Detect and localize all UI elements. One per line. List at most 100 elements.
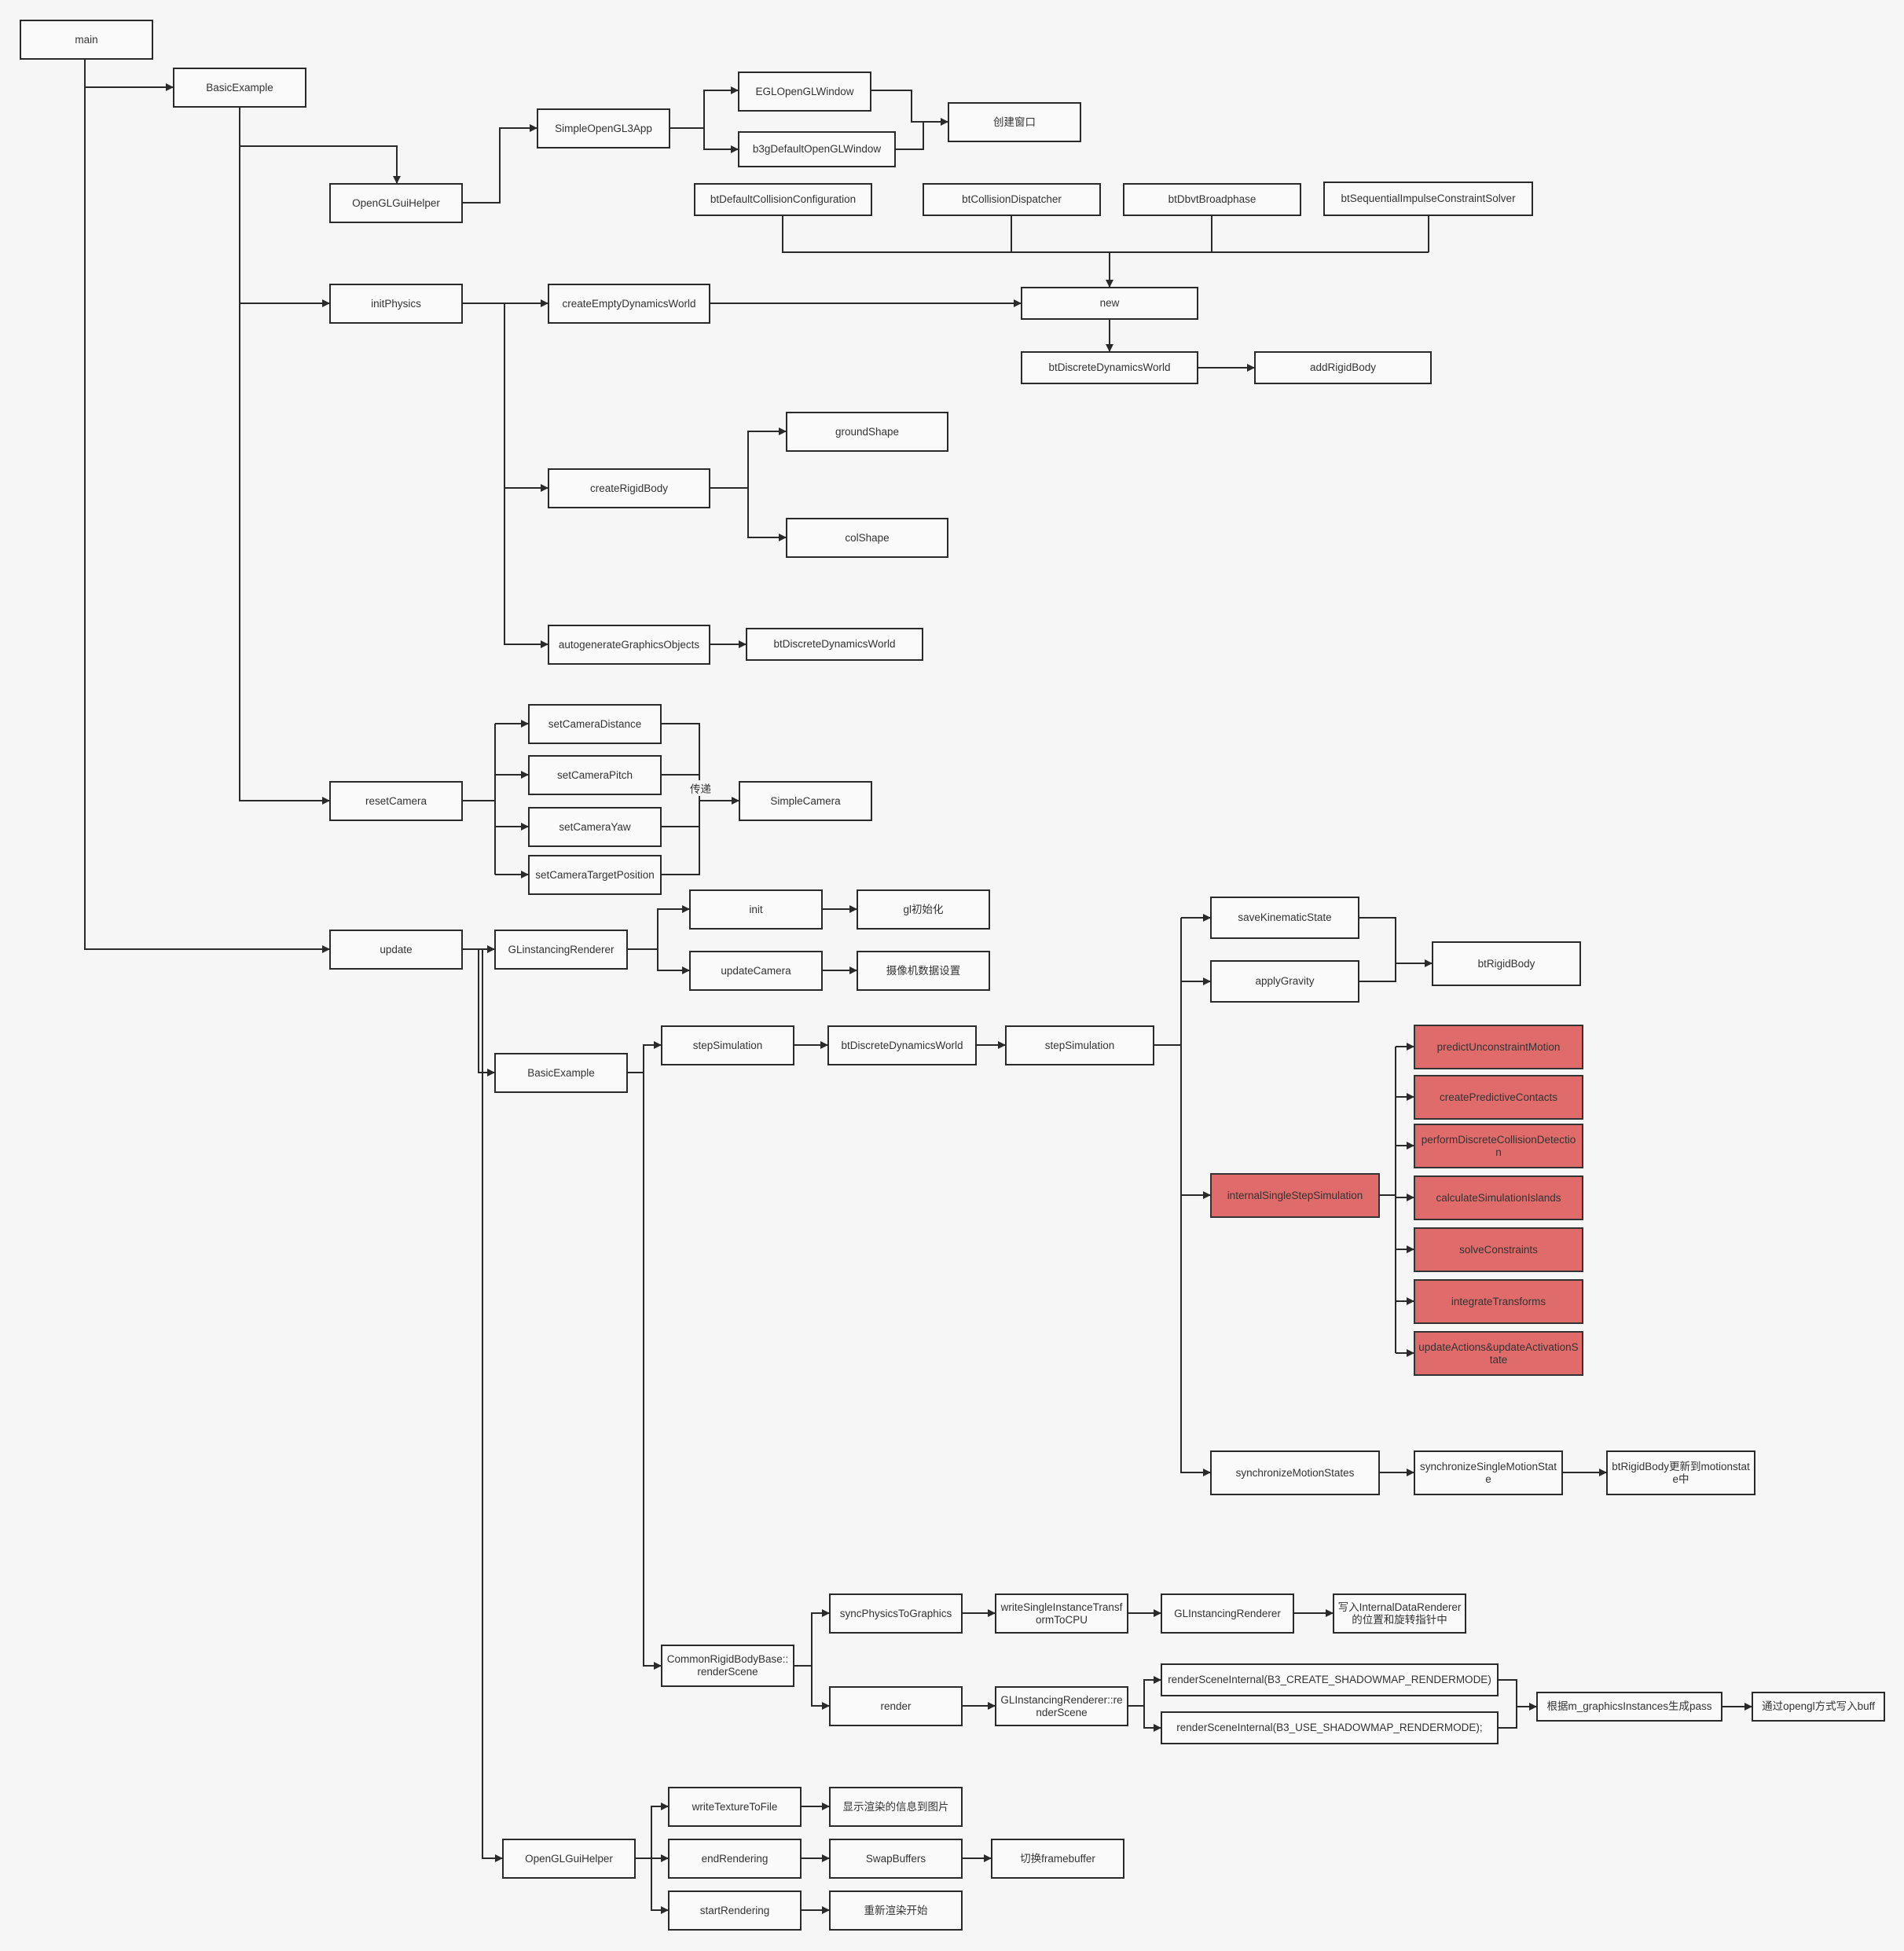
connector-37 <box>628 905 690 950</box>
node-setcamerayaw: setCameraYaw <box>528 807 662 847</box>
connector-30 <box>662 723 700 875</box>
node-colshape: colShape <box>786 518 948 558</box>
node-simpleopengl3app: SimpleOpenGL3App <box>537 108 670 149</box>
connector-38 <box>657 949 690 974</box>
node-render: render <box>829 1686 963 1726</box>
connector-3 <box>240 145 401 184</box>
node-basicexample: BasicExample <box>173 68 306 108</box>
node-initphysics: initPhysics <box>329 284 463 324</box>
node-writesingleinstance: writeSingleInstanceTransformToCPU <box>995 1593 1128 1634</box>
node-restart-render: 重新渲染开始 <box>829 1890 963 1931</box>
node-main: main <box>20 20 153 60</box>
node-opengluihelper: OpenGLGuiHelper <box>502 1839 636 1879</box>
connector-74 <box>636 1802 669 1859</box>
node-updateactions: updateActions&updateActivationState <box>1414 1331 1583 1376</box>
node-btdefaultcollisionconfiguration: btDefaultCollisionConfiguration <box>694 183 872 216</box>
connector-36 <box>482 949 503 1862</box>
node-rendersceneinternal-use: renderSceneInternal(B3_USE_SHADOWMAP_REN… <box>1161 1711 1499 1744</box>
node-setcameradistance: setCameraDistance <box>528 704 662 744</box>
node-resetcamera: resetCamera <box>329 781 463 821</box>
node-new: new <box>1021 287 1198 320</box>
node-createrigidbody: createRigidBody <box>548 468 710 508</box>
node-synchronizesinglemotionstate: synchronizeSingleMotionState <box>1414 1450 1563 1495</box>
node-updatecamera: updateCamera <box>689 951 823 991</box>
node-rendersceneinternal-create: renderSceneInternal(B3_CREATE_SHADOWMAP_… <box>1161 1663 1499 1696</box>
node-addrigidbody: addRigidBody <box>1254 351 1432 384</box>
connector-7 <box>703 128 739 153</box>
node-write-internal: 写入InternalDataRenderer的位置和旋转指针中 <box>1333 1593 1466 1634</box>
node-show-render-info: 显示渲染的信息到图片 <box>829 1787 963 1827</box>
node-integratetransforms: integrateTransforms <box>1414 1279 1583 1324</box>
node-btdbvtbroadphase: btDbvtBroadphase <box>1123 183 1301 216</box>
connector-50 <box>1359 917 1433 967</box>
connector-63 <box>794 1609 830 1667</box>
connector-16 <box>504 303 548 648</box>
node-btsequentialimpulseconstraintsolver: btSequentialImpulseConstraintSolver <box>1323 182 1533 216</box>
connector-5 <box>463 124 537 204</box>
connector-76 <box>651 1858 669 1914</box>
node-internalsinglestepsimulation: internalSingleStepSimulation <box>1210 1173 1380 1218</box>
connector-64 <box>811 1666 830 1710</box>
node-swapbuffers: SwapBuffers <box>829 1839 963 1879</box>
node-predictunconstraintmotion: predictUnconstraintMotion <box>1414 1025 1583 1069</box>
node-b3gdefaultopenglwindow: b3gDefaultOpenGLWindow <box>738 131 896 167</box>
node-autogenerategraphicsobjects: autogenerateGraphicsObjects <box>548 625 710 665</box>
node-btdiscretedynamicsworld: btDiscreteDynamicsWorld <box>1021 351 1198 384</box>
node-camera-data: 摄像机数据设置 <box>857 951 990 991</box>
node-solveconstraints: solveConstraints <box>1414 1227 1583 1272</box>
node-stepsimulation: stepSimulation <box>1005 1025 1154 1065</box>
connector-21 <box>710 427 787 489</box>
node-create-window: 创建窗口 <box>948 102 1081 142</box>
connector-9 <box>896 122 924 150</box>
node-performdiscretecollisiondetection: performDiscreteCollisionDetection <box>1414 1124 1583 1168</box>
node-createpredictivecontacts: createPredictiveContacts <box>1414 1075 1583 1120</box>
node-basicexample: BasicExample <box>494 1053 628 1093</box>
node-gl-init: gl初始化 <box>857 889 990 930</box>
node-commonrigidbodybase: CommonRigidBodyBase::renderScene <box>661 1645 794 1687</box>
node-setcamerapitch: setCameraPitch <box>528 755 662 795</box>
node-glinstancingrenderer: GLInstancingRenderer <box>1161 1593 1294 1634</box>
connector-10 <box>782 216 1429 253</box>
node-syncphysicstographics: syncPhysicsToGraphics <box>829 1593 963 1634</box>
node-applygravity: applyGravity <box>1210 960 1359 1003</box>
node-calculatesimulationislands: calculateSimulationIslands <box>1414 1175 1583 1220</box>
node-synchronizemotionstates: synchronizeMotionStates <box>1210 1450 1380 1495</box>
node-opengl-write: 通过opengl方式写入buff <box>1752 1692 1885 1722</box>
node-writetexturetofile: writeTextureToFile <box>668 1787 802 1827</box>
connector-70 <box>1143 1706 1161 1732</box>
node-btcollisiondispatcher: btCollisionDispatcher <box>923 183 1101 216</box>
connector-8 <box>871 90 948 126</box>
node-setcameratargetposition: setCameraTargetPosition <box>528 855 662 895</box>
node-opengluihelper: OpenGLGuiHelper <box>329 183 463 223</box>
connector-22 <box>747 488 787 541</box>
node-glinstancingrenderer: GLinstancingRenderer <box>494 930 628 970</box>
connector-6 <box>670 86 739 129</box>
node-eglopenglwindow: EGLOpenGLWindow <box>738 72 871 112</box>
connector-35 <box>478 949 495 1076</box>
connector-41 <box>628 1041 662 1073</box>
node-btdiscretedynamicsworld: btDiscreteDynamicsWorld <box>746 628 923 661</box>
node-glinstancingrenderer-renderscene: GLInstancingRenderer::renderScene <box>995 1686 1128 1726</box>
node-stepsimulation: stepSimulation <box>661 1025 794 1065</box>
node-btrigidbody-update: btRigidBody更新到motionstate中 <box>1606 1450 1755 1495</box>
connector-71 <box>1499 1679 1517 1729</box>
node-simplecamera: SimpleCamera <box>739 781 872 821</box>
node-update: update <box>329 930 463 970</box>
connector-69 <box>1128 1676 1161 1707</box>
node-switch-framebuffer: 切换framebuffer <box>991 1839 1124 1879</box>
node-graphicsinstances-pass: 根据m_graphicsInstances生成pass <box>1536 1692 1722 1722</box>
connector-2 <box>239 108 330 805</box>
node-createemptydynamicsworld: createEmptyDynamicsWorld <box>548 284 710 324</box>
node-groundshape: groundShape <box>786 412 948 452</box>
edge-label-pass: 传递 <box>690 780 711 796</box>
connector-46 <box>1180 918 1211 1476</box>
node-endrendering: endRendering <box>668 1839 802 1879</box>
connector-51 <box>1359 963 1396 982</box>
node-btdiscretedynamicsworld: btDiscreteDynamicsWorld <box>827 1025 977 1065</box>
node-btrigidbody: btRigidBody <box>1432 941 1581 986</box>
connector-42 <box>643 1073 662 1670</box>
node-savekinematicstate: saveKinematicState <box>1210 897 1359 939</box>
node-init: init <box>689 889 823 930</box>
